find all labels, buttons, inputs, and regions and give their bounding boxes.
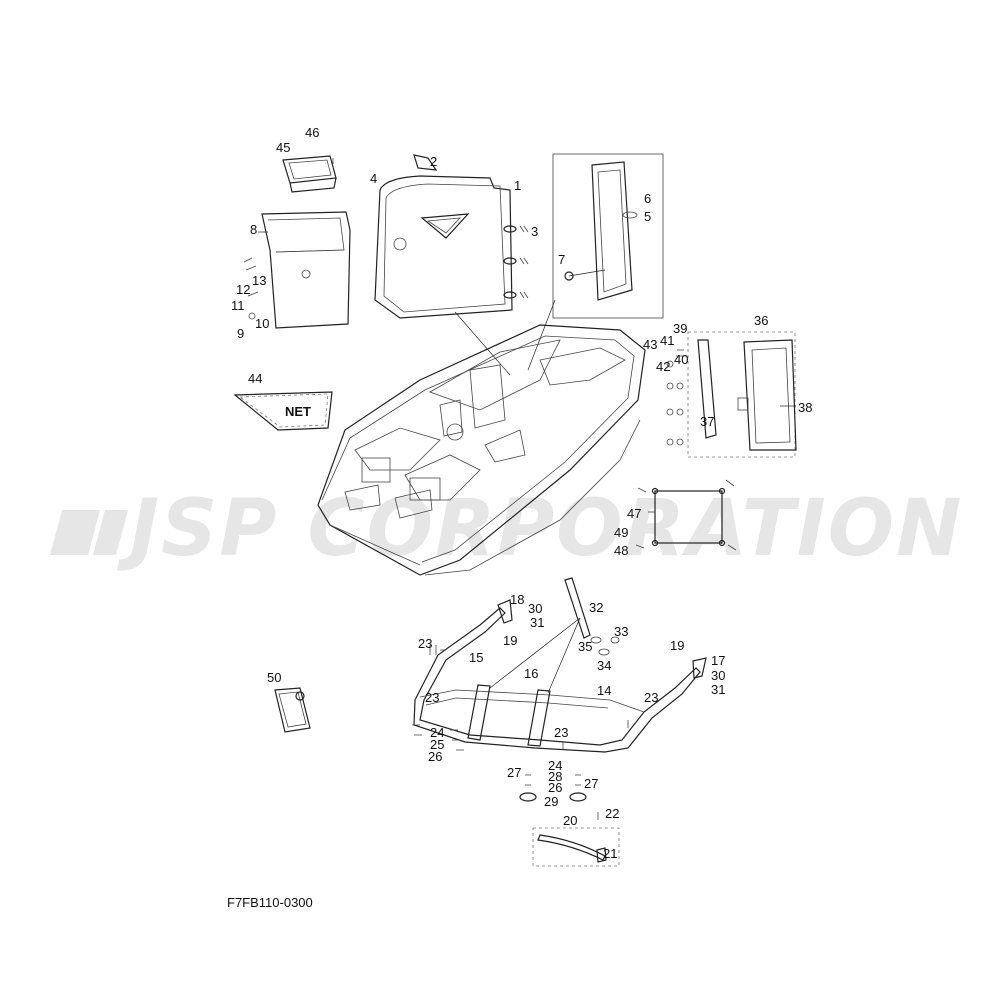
callout-25: 25 xyxy=(430,737,444,752)
callout-37: 37 xyxy=(700,414,714,429)
callout-15: 15 xyxy=(469,650,483,665)
callouts: 1 2 3 4 5 6 7 8 9 10 11 12 13 14 15 16 1… xyxy=(231,125,812,861)
small-net xyxy=(635,479,737,551)
callout-10: 10 xyxy=(255,316,269,331)
callout-36: 36 xyxy=(754,313,768,328)
callout-4: 4 xyxy=(370,171,377,186)
callout-27b: 27 xyxy=(584,776,598,791)
callout-20: 20 xyxy=(563,813,577,828)
callout-44: 44 xyxy=(248,371,262,386)
callout-33: 33 xyxy=(614,624,628,639)
callout-31a: 31 xyxy=(530,615,544,630)
callout-24b: 24 xyxy=(548,758,562,773)
callout-46: 46 xyxy=(305,125,319,140)
callout-16: 16 xyxy=(524,666,538,681)
callout-23d: 23 xyxy=(644,690,658,705)
hinges xyxy=(503,225,529,299)
storage-bin xyxy=(243,211,351,329)
boat-hull xyxy=(317,324,646,576)
storage-net: NET xyxy=(233,391,333,431)
callout-8: 8 xyxy=(250,222,257,237)
callout-1: 1 xyxy=(514,178,521,193)
callout-12: 12 xyxy=(236,282,250,297)
trim-strip xyxy=(532,827,620,867)
callout-18: 18 xyxy=(510,592,524,607)
callout-31b: 31 xyxy=(711,682,725,697)
callout-49: 49 xyxy=(614,525,628,540)
callout-43: 43 xyxy=(643,337,657,352)
door-panel xyxy=(374,154,513,319)
net-label: NET xyxy=(285,404,311,419)
callout-30b: 30 xyxy=(711,668,725,683)
callout-48: 48 xyxy=(614,543,628,558)
callout-14: 14 xyxy=(597,683,611,698)
callout-7: 7 xyxy=(558,252,565,267)
callout-23a: 23 xyxy=(418,636,432,651)
callout-3: 3 xyxy=(531,224,538,239)
callout-32: 32 xyxy=(589,600,603,615)
callout-40: 40 xyxy=(674,352,688,367)
callout-13: 13 xyxy=(252,273,266,288)
callout-45: 45 xyxy=(276,140,290,155)
callout-28: 28 xyxy=(548,769,562,784)
callout-42: 42 xyxy=(656,359,670,374)
callout-22: 22 xyxy=(605,806,619,821)
watermark: JSP CORPORATION xyxy=(50,484,963,574)
callout-26a: 26 xyxy=(428,749,442,764)
fasteners xyxy=(412,645,629,820)
callout-38: 38 xyxy=(798,400,812,415)
window-frame xyxy=(666,331,797,458)
callout-35: 35 xyxy=(578,639,592,654)
callout-39: 39 xyxy=(673,321,687,336)
callout-23b: 23 xyxy=(425,690,439,705)
callout-41: 41 xyxy=(660,333,674,348)
mirror xyxy=(274,687,311,733)
callout-2: 2 xyxy=(430,154,437,169)
callout-30a: 30 xyxy=(528,601,542,616)
callout-23c: 23 xyxy=(554,725,568,740)
callout-5: 5 xyxy=(644,209,651,224)
figure-code: F7FB110-0300 xyxy=(227,895,313,910)
callout-29: 29 xyxy=(544,794,558,809)
watermark-text: JSP CORPORATION xyxy=(117,484,963,574)
callout-34: 34 xyxy=(597,658,611,673)
callout-50: 50 xyxy=(267,670,281,685)
callout-26b: 26 xyxy=(548,780,562,795)
callout-6: 6 xyxy=(644,191,651,206)
callout-9: 9 xyxy=(237,326,244,341)
callout-11: 11 xyxy=(231,298,245,313)
door-detail-inset xyxy=(552,153,664,319)
callout-24a: 24 xyxy=(430,725,444,740)
callout-19a: 19 xyxy=(503,633,517,648)
callout-47: 47 xyxy=(627,506,641,521)
callout-19b: 19 xyxy=(670,638,684,653)
storage-tray xyxy=(282,155,337,193)
callout-17: 17 xyxy=(711,653,725,668)
callout-27a: 27 xyxy=(507,765,521,780)
callout-21: 21 xyxy=(603,846,617,861)
windshield-frame xyxy=(413,577,707,753)
